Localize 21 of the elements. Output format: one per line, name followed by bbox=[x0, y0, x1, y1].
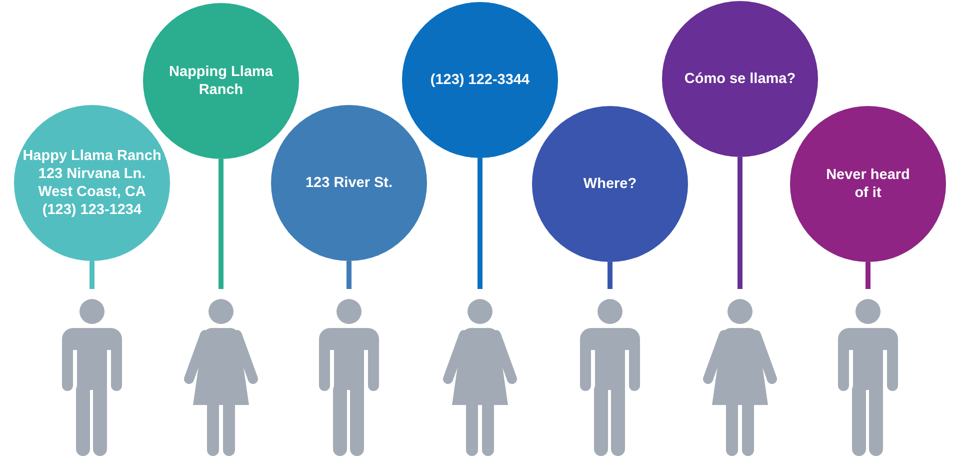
connector-line bbox=[608, 262, 612, 289]
man-figure bbox=[62, 299, 122, 456]
connector-line bbox=[218, 159, 224, 289]
man-figure bbox=[838, 299, 898, 456]
connector-line bbox=[478, 158, 482, 289]
connector-line bbox=[346, 261, 352, 289]
bubble-text: Where? bbox=[583, 175, 637, 193]
connector-line bbox=[866, 262, 870, 289]
bubble-text: (123) 122-3344 bbox=[430, 71, 530, 89]
bubble-text: 123 River St. bbox=[305, 174, 393, 192]
connector-line bbox=[738, 157, 742, 289]
woman-figure bbox=[442, 299, 518, 456]
man-figure bbox=[580, 299, 640, 456]
connector-line bbox=[90, 261, 94, 289]
bubble-text: Never heard of it bbox=[825, 166, 911, 202]
woman-figure bbox=[702, 299, 778, 456]
woman-figure bbox=[183, 299, 259, 456]
bubble-text: Happy Llama Ranch 123 Nirvana Ln. West Coast, CA (123) 123-1234 bbox=[22, 147, 162, 219]
man-figure bbox=[319, 299, 379, 456]
bubble-text: Cómo se llama? bbox=[684, 70, 796, 88]
bubble-text: Napping Llama Ranch bbox=[168, 63, 274, 99]
